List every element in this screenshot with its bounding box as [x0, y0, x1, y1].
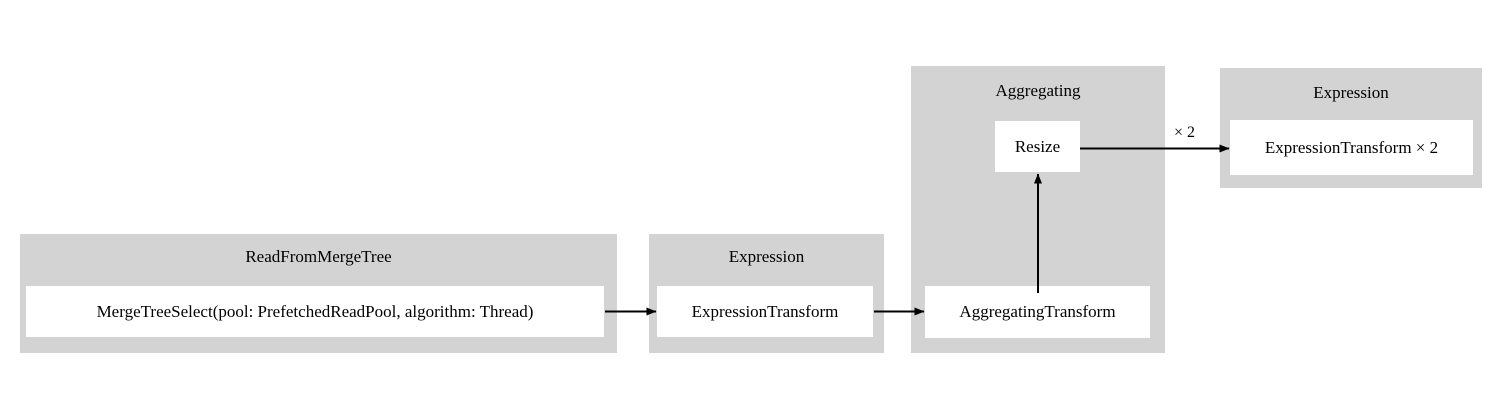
- cluster-label-read-from-merge-tree: ReadFromMergeTree: [245, 247, 392, 266]
- node-expression-transform-2[interactable]: ExpressionTransform × 2: [1230, 120, 1473, 175]
- node-merge-tree-select[interactable]: MergeTreeSelect(pool: PrefetchedReadPool…: [26, 286, 604, 337]
- node-resize[interactable]: Resize: [995, 121, 1080, 172]
- cluster-label-expression-2: Expression: [1313, 83, 1389, 102]
- edge-label-resize-to-expression2: × 2: [1174, 124, 1196, 141]
- node-aggregating-transform[interactable]: AggregatingTransform: [925, 286, 1150, 338]
- node-expression-transform-1[interactable]: ExpressionTransform: [657, 286, 873, 337]
- cluster-label-expression-1: Expression: [728, 247, 805, 266]
- cluster-label-aggregating: Aggregating: [995, 81, 1081, 100]
